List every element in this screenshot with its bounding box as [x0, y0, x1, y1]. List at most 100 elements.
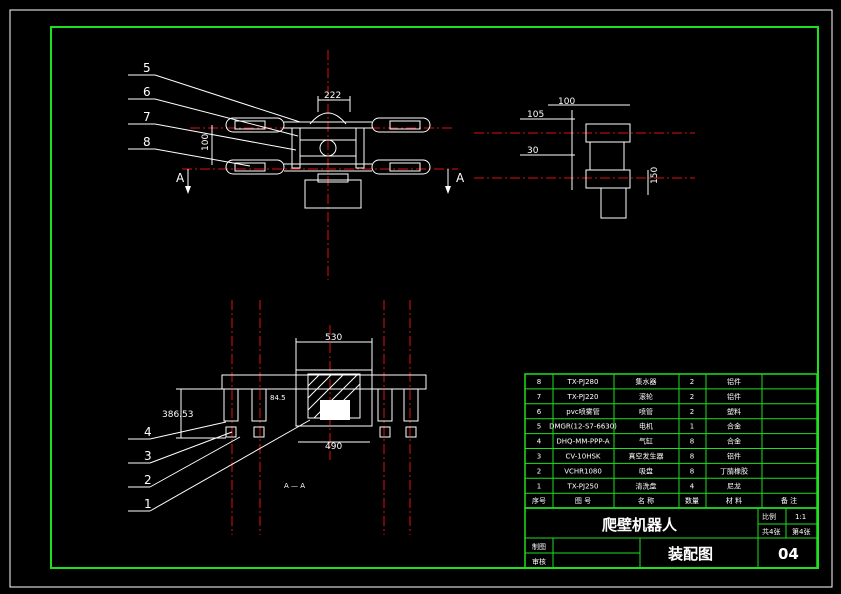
suction-cylinder [377, 388, 393, 422]
suction-cup [225, 426, 237, 438]
parts-cell-no: 1 [537, 482, 541, 490]
arm [371, 117, 431, 133]
parts-cell-qty: 4 [690, 482, 695, 490]
parts-cell-no: 7 [537, 393, 541, 401]
suction-cylinder [223, 388, 239, 422]
front-view: 530 490 386.53 84.5 4 3 2 1 A — A [128, 300, 427, 535]
section-arrow [445, 186, 451, 194]
leader-line [149, 421, 227, 440]
suction-cup [379, 426, 391, 438]
parts-cell-qty: 2 [690, 393, 694, 401]
section-arrow [185, 186, 191, 194]
callout-4: 4 [144, 425, 152, 439]
frame-post [291, 127, 301, 169]
arm [371, 159, 431, 175]
callout-8: 8 [143, 135, 151, 149]
callout-7: 7 [143, 110, 151, 124]
parts-cell-name: 滚轮 [639, 392, 653, 401]
leader-line [149, 436, 241, 488]
parts-cell-no: 5 [537, 423, 541, 431]
leader-line [149, 419, 311, 512]
section-mark-right: A [456, 171, 465, 185]
parts-cell-name: 真空发生器 [629, 452, 664, 461]
section-mark-left: A [176, 171, 185, 185]
arm [225, 159, 285, 175]
parts-cell-material: 铝件 [727, 392, 741, 401]
drawing-type: 装配图 [667, 545, 713, 563]
top-view: A A 222 100 [128, 50, 465, 280]
parts-cell-material: 塑料 [727, 407, 741, 416]
parts-cell-material: 铝件 [727, 452, 741, 461]
parts-cell-name: 电机 [639, 422, 653, 431]
suction-cup [405, 426, 417, 438]
drawing-title: 爬壁机器人 [601, 516, 678, 534]
parts-cell-qty: 8 [690, 438, 694, 446]
sheets-total: 共4张 [762, 527, 780, 536]
parts-cell-code: TX-PJ280 [567, 378, 599, 386]
parts-cell-code: DMGR(12-S7-6630) [549, 423, 617, 431]
table-header-no: 序号 [532, 496, 546, 505]
table-header-note: 备 注 [781, 496, 797, 505]
parts-cell-qty: 8 [690, 467, 694, 475]
dim-222: 222 [324, 91, 341, 101]
section-caption: A — A [284, 482, 305, 490]
scale-label: 比例 [762, 512, 776, 521]
parts-cell-code: DHQ-MM-PPP-A [556, 438, 609, 446]
callout-5: 5 [143, 61, 151, 75]
parts-cell-name: 喷管 [639, 407, 653, 416]
scale-value: 1:1 [795, 513, 806, 521]
dim-530: 530 [325, 333, 342, 343]
parts-cell-material: 铝件 [727, 377, 741, 386]
parts-cell-name: 吸盘 [639, 466, 653, 475]
hatch [307, 373, 321, 387]
hatch [307, 373, 345, 411]
dim-490: 490 [325, 442, 342, 452]
parts-cell-no: 3 [537, 453, 541, 461]
parts-cell-code: TX-PJ250 [567, 482, 599, 490]
hatch [307, 373, 333, 399]
leader-line [154, 98, 299, 137]
arm [225, 117, 285, 133]
parts-cell-no: 8 [537, 378, 541, 386]
dim-30: 30 [527, 146, 539, 156]
side-view: 100 105 30 150 [474, 97, 695, 219]
drawing-number: 04 [778, 545, 799, 563]
suction-cylinder [403, 388, 419, 422]
parts-cell-material: 合金 [727, 422, 741, 431]
dim-100: 100 [201, 134, 211, 151]
outer-frame [9, 9, 833, 588]
parts-cell-no: 4 [537, 438, 542, 446]
parts-cell-name: 清洗盘 [636, 481, 657, 490]
arm [389, 120, 421, 130]
base-block [600, 187, 627, 219]
callout-2: 2 [144, 473, 152, 487]
parts-cell-material: 尼龙 [727, 481, 741, 490]
upper-hub [309, 112, 347, 125]
title-block: 爬壁机器人 装配图 比例 1:1 共4张 第4张 04 制图 审核 [524, 507, 818, 569]
center-housing [295, 369, 373, 427]
checked-label: 审核 [532, 557, 546, 566]
parts-cell-code: VCHR1080 [564, 467, 602, 475]
frame-post [355, 127, 365, 169]
cleaning-disc [585, 169, 631, 189]
motor [319, 139, 337, 157]
inner-frame [50, 26, 819, 569]
suction-cup [253, 426, 265, 438]
parts-cell-code: TX-PJ220 [567, 393, 599, 401]
leader-line [149, 431, 233, 464]
parts-cell-qty: 1 [690, 423, 694, 431]
parts-cell-code: CV-10HSK [566, 453, 601, 461]
parts-cell-qty: 2 [690, 408, 694, 416]
parts-cell-material: 合金 [727, 437, 741, 446]
leader-line [154, 74, 301, 123]
parts-cell-no: 2 [537, 467, 541, 475]
table-header-qty: 数量 [685, 496, 699, 505]
dim-100-side: 100 [558, 97, 575, 107]
table-header-code: 图 号 [575, 497, 591, 505]
cleaning-disc [585, 123, 631, 143]
arm [234, 162, 266, 172]
leader-line [154, 123, 297, 151]
parts-cell-name: 气缸 [639, 437, 653, 446]
parts-cell-name: 集水器 [636, 377, 657, 386]
